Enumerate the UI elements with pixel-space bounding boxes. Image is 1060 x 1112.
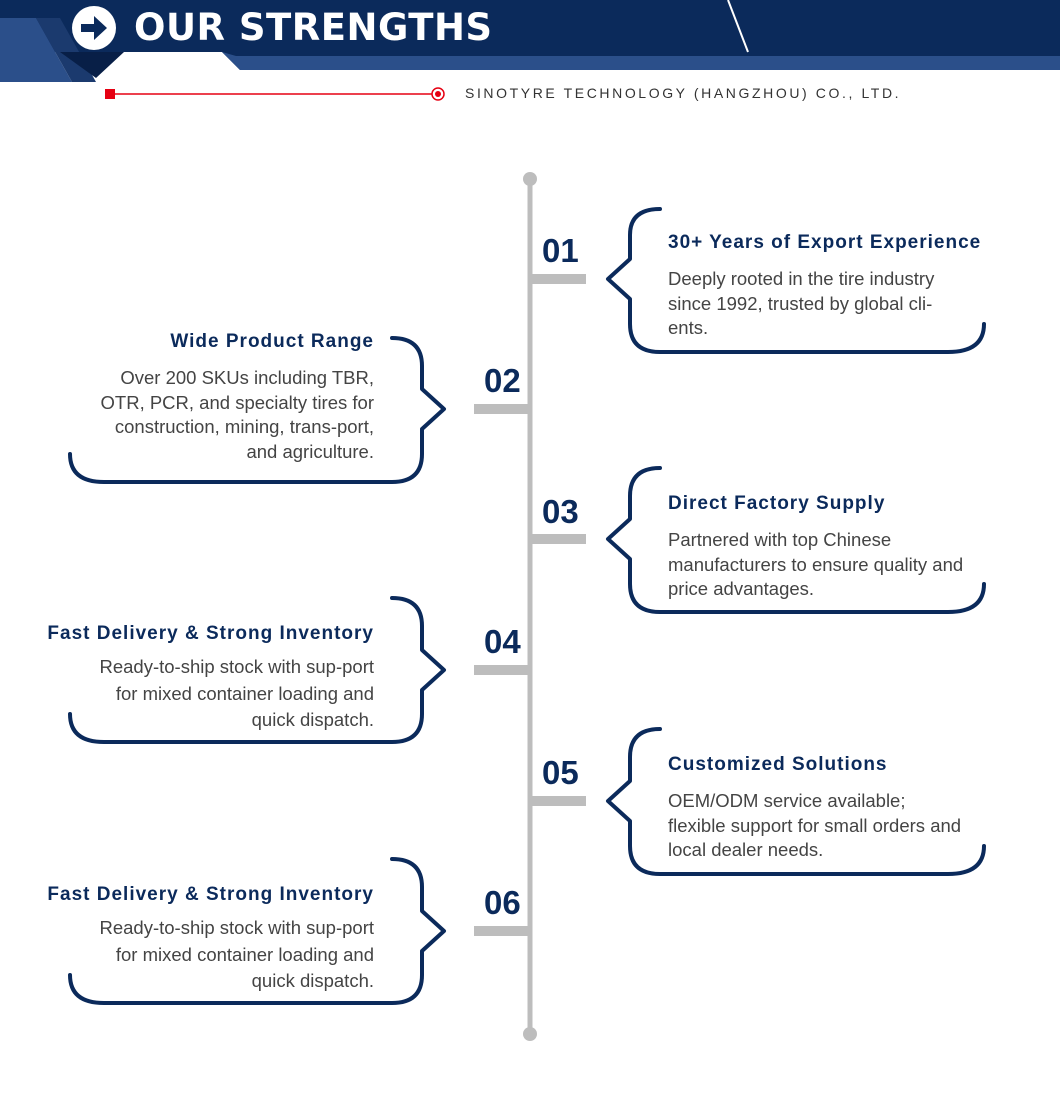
item-description: Deeply rooted in the tire industry since… bbox=[668, 268, 935, 338]
tick-05 bbox=[530, 796, 586, 806]
item-number: 04 bbox=[484, 623, 521, 660]
bracket-01 bbox=[606, 207, 986, 354]
tick-02 bbox=[474, 404, 530, 414]
item-number: 02 bbox=[484, 362, 521, 399]
header-banner: OUR STRENGTHS bbox=[0, 0, 1060, 82]
header-background bbox=[0, 0, 1060, 82]
bracket-04 bbox=[68, 596, 446, 744]
item-title: Wide Product Range bbox=[170, 331, 374, 352]
bracket-03 bbox=[606, 466, 986, 614]
item-description: Ready-to-ship stock with sup-port for mi… bbox=[99, 917, 374, 991]
tick-04 bbox=[474, 665, 530, 675]
tick-06 bbox=[474, 926, 530, 936]
item-number: 03 bbox=[542, 493, 579, 530]
arrow-right-icon bbox=[72, 6, 116, 50]
timeline-end-dot bbox=[523, 1027, 537, 1041]
item-title: 30+ Years of Export Experience bbox=[668, 232, 982, 253]
item-title: Fast Delivery & Strong Inventory bbox=[47, 623, 374, 644]
item-title: Direct Factory Supply bbox=[668, 493, 886, 514]
item-number: 05 bbox=[542, 754, 579, 791]
page-title: OUR STRENGTHS bbox=[134, 6, 493, 49]
red-accent-line bbox=[105, 87, 445, 101]
item-title: Customized Solutions bbox=[668, 754, 888, 775]
item-number: 01 bbox=[542, 232, 579, 269]
bracket-05 bbox=[606, 727, 986, 876]
item-description: OEM/ODM service available; flexible supp… bbox=[668, 790, 962, 860]
tick-01 bbox=[530, 274, 586, 284]
timeline-start-dot bbox=[523, 172, 537, 186]
company-name: SINOTYRE TECHNOLOGY (HANGZHOU) CO., LTD. bbox=[465, 85, 902, 101]
item-description: Over 200 SKUs including TBR, OTR, PCR, a… bbox=[100, 367, 374, 462]
bracket-06 bbox=[68, 857, 446, 1005]
item-description: Ready-to-ship stock with sup-port for mi… bbox=[99, 656, 374, 730]
item-number: 06 bbox=[484, 884, 521, 921]
item-title: Fast Delivery & Strong Inventory bbox=[47, 884, 374, 905]
item-description: Partnered with top Chinese manufacturers… bbox=[668, 529, 964, 599]
tick-03 bbox=[530, 534, 586, 544]
bracket-02 bbox=[68, 336, 446, 484]
